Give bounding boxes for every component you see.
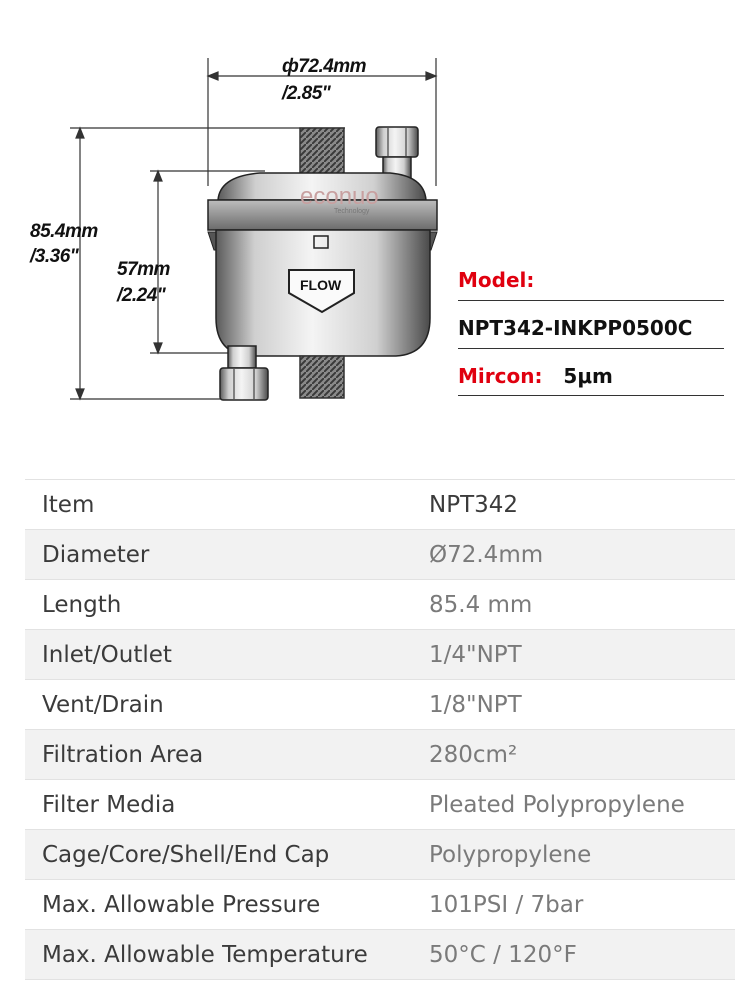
drain-fitting <box>219 345 269 401</box>
vent-fitting <box>375 126 419 180</box>
micron-label: Mircon: <box>458 364 543 388</box>
filter-band <box>207 199 438 231</box>
spec-value: 85.4 mm <box>429 579 735 630</box>
height-mm: 85.4mm <box>30 221 98 242</box>
filter-diagram: econuo Technology FLOW <box>70 58 438 401</box>
spec-value: Polypropylene <box>429 829 735 880</box>
micron-divider <box>458 395 724 396</box>
spec-key: Inlet/Outlet <box>25 629 429 680</box>
diameter-mm: ф72.4mm <box>282 56 367 77</box>
micron-value: 5μm <box>563 364 613 388</box>
spec-value: 1/4"NPT <box>429 629 735 680</box>
flow-arrow-icon <box>288 269 355 314</box>
body-in: /2.24" <box>117 285 166 306</box>
spec-value: 1/8"NPT <box>429 679 735 730</box>
flow-label: FLOW <box>300 277 342 293</box>
outlet-fitting <box>299 355 345 399</box>
spec-value: 101PSI / 7bar <box>429 879 735 930</box>
inlet-fitting <box>299 127 345 177</box>
body-dimension <box>150 169 300 355</box>
diameter-in: /2.85" <box>282 83 331 104</box>
width-dimension <box>206 58 438 186</box>
spec-key: Diameter <box>25 529 429 580</box>
spec-value: Ø72.4mm <box>429 529 735 580</box>
spec-key: Vent/Drain <box>25 679 429 730</box>
spec-key: Item <box>25 479 429 530</box>
spec-value: 50°C / 120°F <box>429 929 735 980</box>
spec-value: NPT342 <box>429 479 735 530</box>
micron-row: Mircon: 5μm <box>458 364 724 388</box>
spec-key: Length <box>25 579 429 630</box>
spec-key: Filter Media <box>25 779 429 830</box>
model-value: NPT342-INKPP0500C <box>458 316 693 340</box>
filter-cap <box>217 172 427 201</box>
brand-watermark: econuo <box>300 183 379 210</box>
spec-key: Filtration Area <box>25 729 429 780</box>
model-label: Model: <box>458 268 535 292</box>
brand-sub: Technology <box>334 208 370 215</box>
body-mm: 57mm <box>117 259 170 280</box>
height-in: /3.36" <box>30 246 79 267</box>
spec-value: Pleated Polypropylene <box>429 779 735 830</box>
filter-drawing: econuo Technology FLOW ф72.4mm /2.85" 85… <box>0 0 750 440</box>
spec-key: Max. Allowable Temperature <box>25 929 429 980</box>
spec-key: Max. Allowable Pressure <box>25 879 429 930</box>
spec-key: Cage/Core/Shell/End Cap <box>25 829 429 880</box>
spec-value: 280cm² <box>429 729 735 780</box>
model-divider-2 <box>458 348 724 349</box>
model-divider <box>458 300 724 301</box>
